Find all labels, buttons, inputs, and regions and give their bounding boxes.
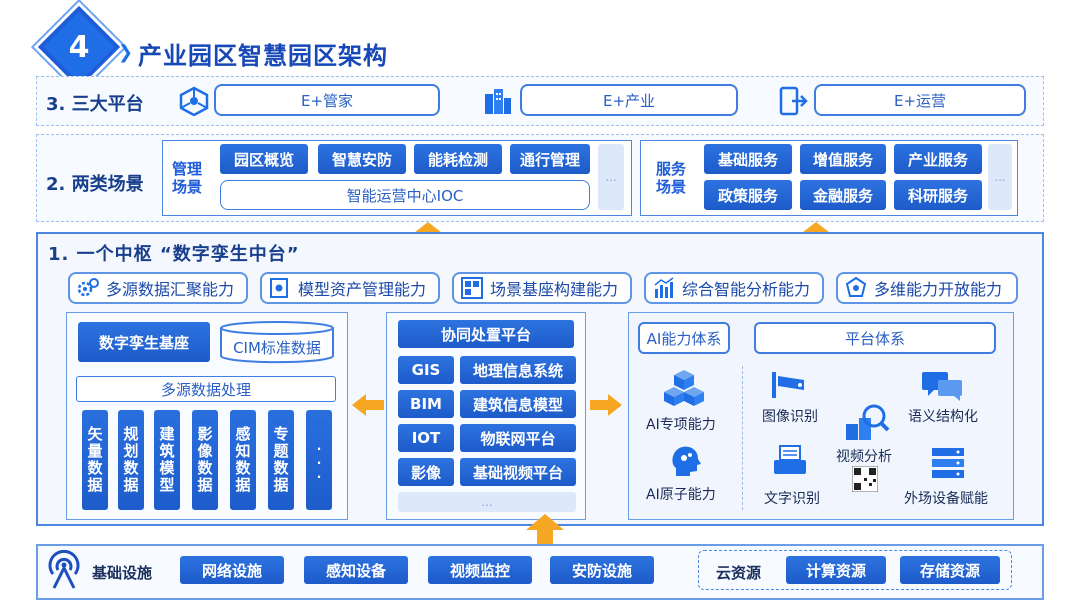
arrow-right-icon (590, 394, 622, 416)
ai-ability-system[interactable]: AI能力体系 (638, 322, 730, 354)
grid-layout-icon (460, 276, 484, 300)
service-value-added[interactable]: 增值服务 (800, 144, 886, 174)
infra-label: 基础设施 (92, 564, 153, 582)
cloud-resource-group (698, 550, 1012, 590)
mobile-transfer-icon (778, 86, 810, 116)
semantic-structuring: 语义结构化 (908, 409, 978, 425)
collab-gis-system[interactable]: 地理信息系统 (460, 356, 576, 384)
service-industry[interactable]: 产业服务 (894, 144, 982, 174)
scene-smart-security[interactable]: 智慧安防 (318, 144, 406, 174)
col-vector-data[interactable]: 矢量数据 (82, 410, 108, 510)
scenes-label: 2. 两类场景 (46, 174, 144, 195)
hub-label: 1. 一个中枢 “数字孪生中台” (48, 244, 300, 265)
camera-icon (770, 370, 810, 400)
platform-guanjia[interactable]: E+管家 (214, 84, 440, 116)
collab-iot-platform[interactable]: 物联网平台 (460, 424, 576, 452)
capability-data-aggregation[interactable]: 多源数据汇聚能力 (68, 272, 248, 304)
arrow-up-icon (526, 514, 564, 546)
multi-source-processing[interactable]: 多源数据处理 (76, 376, 336, 402)
collab-platform-title[interactable]: 协同处置平台 (398, 320, 574, 348)
qr-code-icon (851, 465, 879, 493)
infra-network[interactable]: 网络设施 (180, 556, 284, 584)
collab-bim[interactable]: BIM (398, 390, 454, 418)
ai-special-ability: AI专项能力 (646, 417, 716, 433)
service-more[interactable]: ... (988, 144, 1012, 210)
document-gear-icon (268, 276, 292, 300)
ai-divider (742, 366, 743, 510)
gears-icon (76, 276, 100, 300)
ai-head-icon (668, 444, 702, 478)
text-recognition: 文字识别 (764, 491, 820, 507)
page-title: 产业园区智慧园区架构 (138, 42, 388, 70)
video-analysis: 视频分析 (836, 449, 892, 465)
image-recognition: 图像识别 (762, 409, 818, 425)
infra-sensing[interactable]: 感知设备 (304, 556, 408, 584)
chat-bubbles-icon (920, 370, 964, 402)
collab-gis[interactable]: GIS (398, 356, 454, 384)
buildings-icon (482, 86, 514, 116)
cloud-label: 云资源 (716, 564, 762, 582)
analysis-magnifier-icon (844, 402, 890, 442)
platform-chanye[interactable]: E+产业 (520, 84, 738, 116)
capability-open[interactable]: 多维能力开放能力 (836, 272, 1018, 304)
capability-model-asset[interactable]: 模型资产管理能力 (260, 272, 440, 304)
scene-yuanqu-overview[interactable]: 园区概览 (220, 144, 308, 174)
server-rack-icon (930, 446, 966, 480)
printer-text-icon (772, 444, 808, 478)
capability-scene-build[interactable]: 场景基座构建能力 (452, 272, 632, 304)
cubes-icon (664, 368, 704, 408)
infra-security[interactable]: 安防设施 (550, 556, 654, 584)
field-device-enable: 外场设备赋能 (904, 491, 988, 507)
col-building-model[interactable]: 建筑模型 (154, 410, 180, 510)
database-cylinder-icon (218, 320, 336, 364)
digital-twin-base-title[interactable]: 数字孪生基座 (78, 322, 210, 362)
hexagon-network-icon (178, 86, 210, 117)
scene-access-management[interactable]: 通行管理 (510, 144, 590, 174)
cloud-storage[interactable]: 存储资源 (900, 556, 1000, 584)
ioc-button[interactable]: 智能运营中心IOC (220, 180, 590, 210)
collab-bim-model[interactable]: 建筑信息模型 (460, 390, 576, 418)
service-basic[interactable]: 基础服务 (704, 144, 792, 174)
collab-iot[interactable]: IOT (398, 424, 454, 452)
bar-chart-icon (652, 276, 676, 300)
infra-video-monitor[interactable]: 视频监控 (428, 556, 532, 584)
col-topic-data[interactable]: 专题数据 (268, 410, 294, 510)
collab-more[interactable]: ... (398, 492, 576, 512)
col-sensor-data[interactable]: 感知数据 (230, 410, 256, 510)
service-research[interactable]: 科研服务 (894, 180, 982, 210)
network-star-icon (844, 276, 868, 300)
col-image-data[interactable]: 影像数据 (192, 410, 218, 510)
platform-system[interactable]: 平台体系 (754, 322, 996, 354)
service-finance[interactable]: 金融服务 (800, 180, 886, 210)
scene-energy-check[interactable]: 能耗检测 (414, 144, 502, 174)
service-scene-title: 服务 场景 (656, 160, 687, 196)
col-more[interactable]: ... (306, 410, 332, 510)
section-number: 4 (68, 29, 90, 65)
ai-atomic-ability: AI原子能力 (646, 487, 716, 503)
platforms-label: 3. 三大平台 (46, 94, 144, 115)
capability-smart-analysis[interactable]: 综合智能分析能力 (644, 272, 824, 304)
management-more[interactable]: ... (598, 144, 624, 210)
arrow-left-icon (352, 394, 384, 416)
col-planning-data[interactable]: 规划数据 (118, 410, 144, 510)
collab-video-platform[interactable]: 基础视频平台 (460, 458, 576, 486)
cloud-compute[interactable]: 计算资源 (786, 556, 886, 584)
signal-tower-icon (46, 549, 82, 590)
collab-image[interactable]: 影像 (398, 458, 454, 486)
platform-yunying[interactable]: E+运营 (814, 84, 1026, 116)
service-policy[interactable]: 政策服务 (704, 180, 792, 210)
chevron-right-icon: ❯ (118, 42, 134, 63)
management-scene-title: 管理 场景 (172, 160, 203, 196)
cim-standard-data: CIM标准数据 (233, 338, 321, 357)
